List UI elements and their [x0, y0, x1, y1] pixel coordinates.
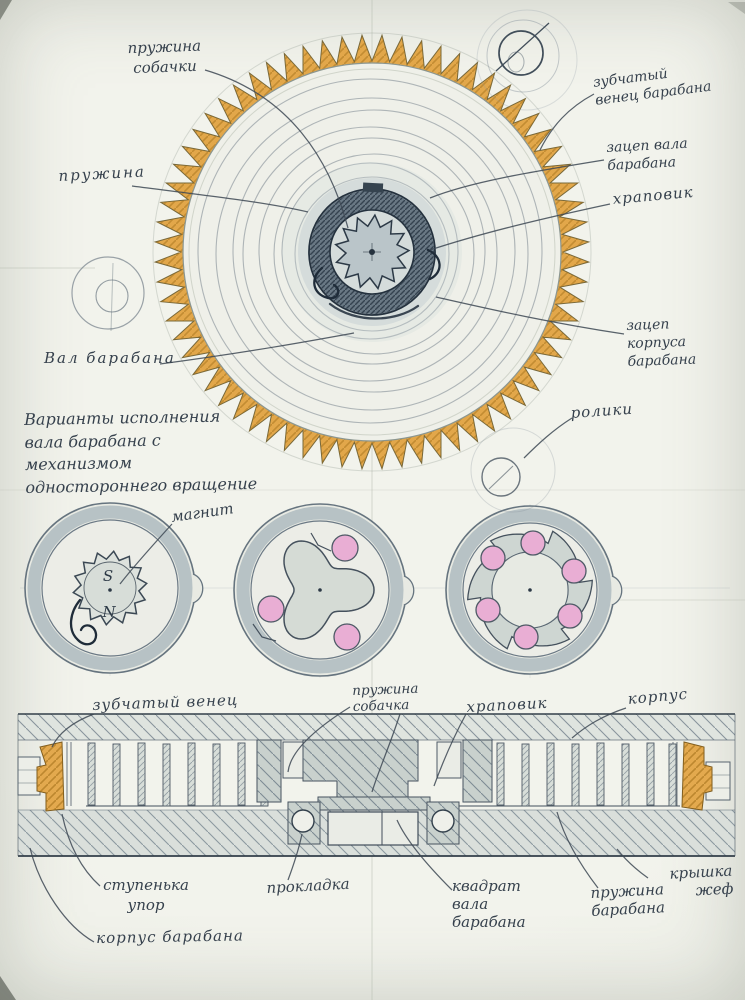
- roller: [331, 534, 359, 562]
- magnet-pole-n: N: [101, 603, 116, 621]
- toothed-rim-section: [36, 741, 713, 812]
- variant-magnet-clutch: S N: [24, 502, 204, 674]
- roller: [513, 624, 539, 650]
- gasket-ring-left: [291, 809, 315, 833]
- construction-circles: [71, 9, 578, 513]
- magnet-pawl: [69, 598, 98, 646]
- roller: [557, 603, 583, 629]
- barrel-top-view: [152, 32, 592, 472]
- shaft-hub-section: [256, 739, 493, 846]
- construction-circle-top-right: [498, 30, 544, 76]
- roller: [475, 597, 501, 623]
- construction-circle-left: [71, 256, 145, 330]
- shaft-catch-mark: [362, 182, 384, 193]
- gasket-ring-right: [431, 809, 455, 833]
- leader-lines: [29, 69, 649, 943]
- roller: [480, 545, 506, 571]
- shaft-square-section: [327, 811, 419, 846]
- roller: [333, 623, 361, 651]
- roller: [561, 558, 587, 584]
- cross-section-view: [17, 713, 736, 857]
- variant-designs: S N: [20, 502, 730, 678]
- one-way-clutch-center: [308, 182, 441, 320]
- magnet-pole-s: S: [103, 567, 113, 585]
- roller: [520, 530, 546, 556]
- mainspring-coil-slats: [87, 742, 677, 807]
- variant-three-roller-clutch: [233, 503, 415, 677]
- construction-circle-bottom-right: [481, 457, 521, 497]
- mainspring-coils: [197, 78, 543, 424]
- roller: [257, 595, 285, 623]
- variant-six-roller-clutch: [445, 505, 623, 675]
